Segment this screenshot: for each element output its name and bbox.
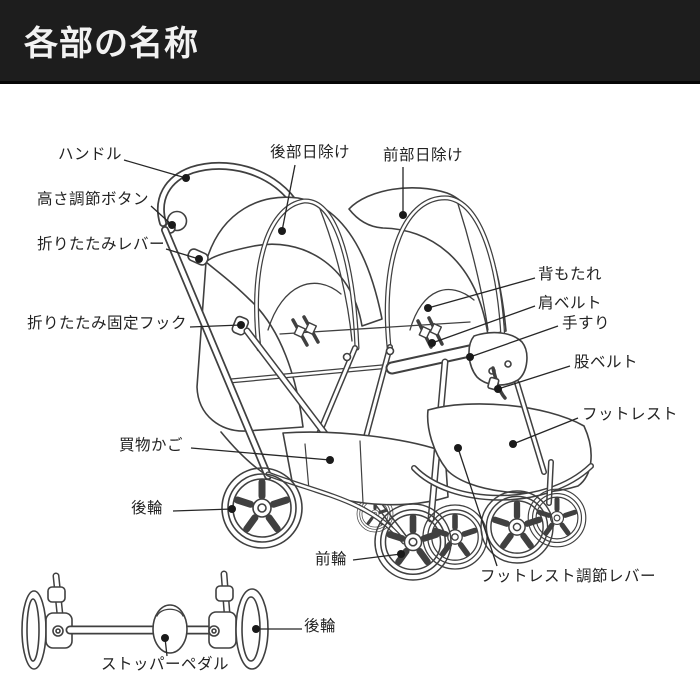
page-header: 各部の名称 xyxy=(0,0,700,84)
label-shopping-basket: 買物かご xyxy=(119,437,184,454)
axle-diagram xyxy=(21,570,269,670)
basket xyxy=(282,431,449,506)
label-height-adjust-button: 高さ調節ボタン xyxy=(37,191,150,208)
front-canopy xyxy=(348,187,507,350)
label-folding-lock-hook: 折りたたみ固定フック xyxy=(27,315,188,332)
page-title: 各部の名称 xyxy=(24,25,199,63)
leader-lines xyxy=(123,159,579,657)
label-handrail: 手すり xyxy=(562,315,611,332)
stroller-illustration xyxy=(21,159,594,670)
belt-buckles xyxy=(293,321,443,339)
label-rear-sunshade: 後部日除け xyxy=(270,144,351,161)
label-front-sunshade: 前部日除け xyxy=(383,147,464,164)
rear-leg-tube xyxy=(161,226,272,480)
front-wheel-part xyxy=(375,504,451,580)
label-crotch-belt: 股ベルト xyxy=(574,354,639,371)
label-front-wheel: 前輪 xyxy=(315,551,348,568)
label-footrest: フットレスト xyxy=(582,406,679,423)
label-shoulder-belt: 肩ベルト xyxy=(538,295,603,312)
footrest-panel xyxy=(411,403,594,501)
stroller-diagram: ハンドル 高さ調節ボタン 折りたたみレバー 後部日除け 前部日除け 背もたれ 肩… xyxy=(0,84,700,700)
rear-canopy xyxy=(205,196,383,352)
callout-dots xyxy=(161,174,517,642)
axle-left-wheel xyxy=(21,590,47,670)
label-footrest-adjust-lever: フットレスト調節レバー xyxy=(480,568,657,585)
label-rear-wheel-bottom: 後輪 xyxy=(304,618,337,635)
label-stopper-pedal: ストッパーペダル xyxy=(101,656,230,673)
label-backrest: 背もたれ xyxy=(538,266,603,283)
stopper-pedal-part xyxy=(152,604,188,654)
label-folding-lever: 折りたたみレバー xyxy=(37,236,166,253)
label-handle: ハンドル xyxy=(58,146,123,163)
label-rear-wheel: 後輪 xyxy=(131,500,164,517)
handrail-bar xyxy=(385,331,528,386)
